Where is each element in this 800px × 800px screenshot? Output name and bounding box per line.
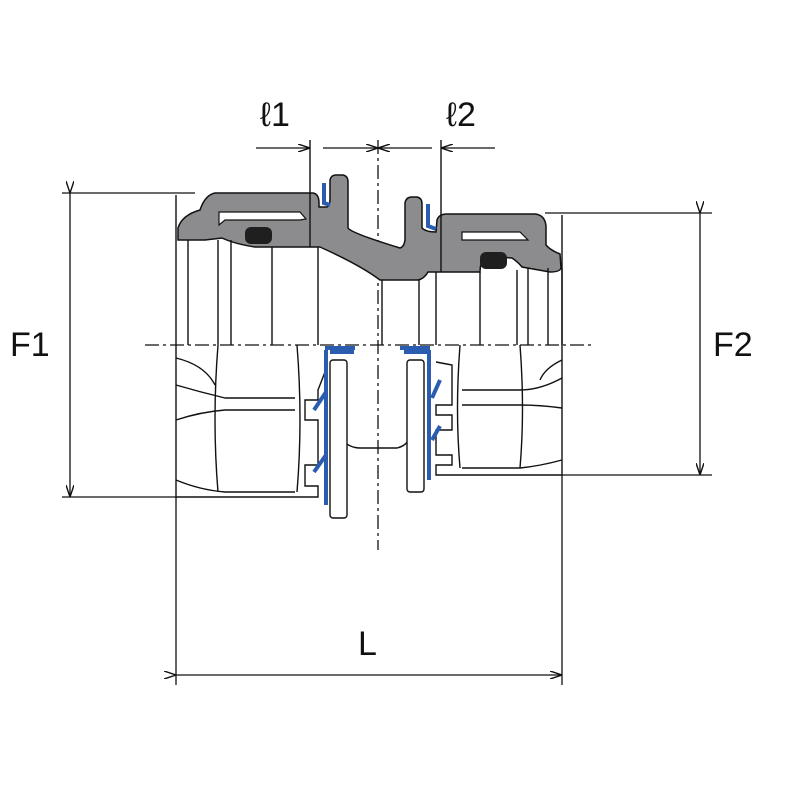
o-ring-left [245, 227, 272, 244]
dimension-label-f1: F1 [10, 326, 50, 364]
dimension-label-f2: F2 [713, 326, 753, 364]
dimension-label-length: L [358, 625, 377, 663]
clip-top-left [322, 183, 331, 207]
inner-channel-left [218, 211, 308, 227]
clip-lower [312, 346, 442, 505]
upper-body-lines [187, 140, 563, 345]
inner-channel-right [461, 231, 530, 241]
pin-right [406, 359, 425, 493]
o-ring-right [480, 252, 507, 269]
clip-top-right [426, 204, 437, 231]
dimension-lines [62, 148, 712, 685]
dimension-label-l2: ℓ2 [446, 96, 476, 134]
pin-left [329, 359, 348, 519]
dimension-label-l1: ℓ1 [260, 96, 290, 134]
